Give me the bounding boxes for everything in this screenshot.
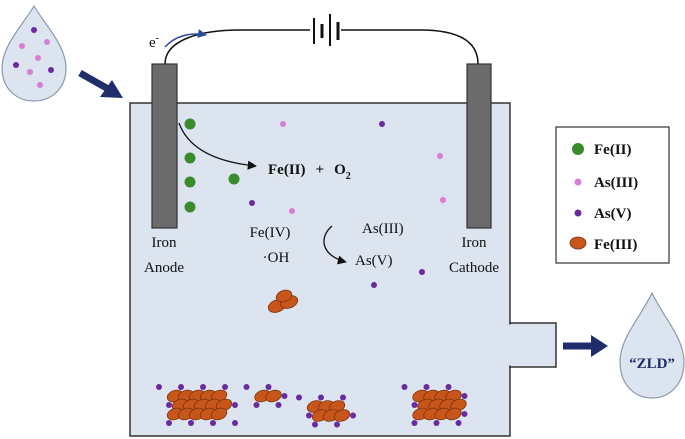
- fe2-particle: [228, 173, 240, 185]
- oxidation-arrow: [178, 122, 257, 170]
- as5-particle: [249, 200, 255, 206]
- as5-particle: [156, 384, 162, 390]
- anode-label-line1: Iron: [152, 235, 177, 251]
- as5-particle: [423, 384, 430, 390]
- as5-particle: [200, 384, 206, 390]
- circuit-wire: [164, 29, 479, 65]
- legend-as3-label: As(III): [594, 175, 638, 191]
- fe2-particles: [184, 118, 240, 213]
- as5-particle: [461, 411, 468, 417]
- sludge-layer: [156, 384, 468, 428]
- battery-icon: [313, 14, 340, 46]
- iron-anode: [151, 63, 178, 229]
- as5-particle: [419, 269, 425, 275]
- electron-flow-arrow: [164, 29, 207, 48]
- fe2-particle: [184, 118, 196, 130]
- as5-particle: [312, 421, 318, 428]
- zld-label: “ZLD”: [629, 356, 675, 372]
- as5-particle: [13, 62, 19, 68]
- as5-particle: [401, 384, 408, 390]
- as3-particle: [35, 55, 41, 61]
- as5-particle: [166, 420, 172, 426]
- arsenic-particles: [249, 121, 446, 288]
- fe4-label: Fe(IV): [250, 225, 291, 241]
- as5-particle: [350, 412, 356, 419]
- as5-particle: [340, 394, 346, 401]
- iron-cathode: [466, 63, 492, 229]
- fe2-particle: [184, 152, 196, 164]
- as5-particle: [31, 27, 37, 33]
- anode-label-line2: Anode: [144, 260, 184, 276]
- cathode-label-line1: Iron: [462, 235, 487, 251]
- outlet-pipe: [509, 322, 557, 368]
- electron-label: e-: [149, 33, 159, 51]
- inlet-water-droplet: [1, 4, 67, 102]
- as5-particle: [379, 121, 385, 127]
- as5-particle: [232, 420, 238, 426]
- as3-particle: [440, 197, 446, 203]
- as5-product-label: As(V): [355, 253, 393, 269]
- legend-fe2-icon: [572, 143, 584, 155]
- as5-particle: [433, 420, 440, 426]
- cathode-label-line2: Cathode: [449, 260, 499, 276]
- sludge-cluster-large: [156, 384, 238, 426]
- legend-fe3-icon: [569, 236, 587, 250]
- legend-as5-label: As(V): [594, 206, 632, 222]
- fe3-particle: [265, 389, 282, 403]
- as3-particle: [37, 82, 43, 88]
- legend-as5-icon: [574, 209, 582, 217]
- as5-particle: [243, 384, 250, 390]
- as5-particle: [334, 421, 340, 428]
- as5-particle: [455, 420, 462, 426]
- sludge-cluster-large: [401, 384, 468, 426]
- as5-particle: [166, 402, 172, 408]
- outlet-arrow: [563, 335, 608, 357]
- fe2-particle: [184, 201, 196, 213]
- as3-particle: [19, 43, 25, 49]
- fe3-particle: [210, 407, 228, 421]
- as5-particle: [371, 282, 377, 288]
- as5-particle: [48, 67, 54, 73]
- as5-particle: [188, 420, 194, 426]
- as5-particle: [265, 384, 272, 390]
- fe3-particle: [445, 407, 462, 421]
- as5-particle: [222, 384, 228, 390]
- hydroxyl-radical-label: ·OH: [263, 250, 290, 266]
- fe3-floc-floating: [267, 289, 299, 313]
- as5-particle: [411, 420, 418, 426]
- zld-droplet: “ZLD”: [619, 291, 685, 399]
- sludge-cluster-small: [243, 384, 288, 408]
- arsenite-oxidation-arrow: [323, 225, 347, 265]
- as3-particle: [280, 121, 286, 127]
- as5-particle: [210, 420, 216, 426]
- as3-reactant-label: As(III): [362, 221, 404, 237]
- as5-particle: [461, 393, 468, 399]
- as3-particle: [44, 39, 50, 45]
- as5-particle: [445, 384, 452, 390]
- as3-particle: [289, 208, 295, 214]
- legend: Fe(II) As(III) As(V) Fe(III): [555, 126, 670, 264]
- as5-particle: [232, 402, 238, 408]
- as3-particle: [437, 153, 443, 159]
- legend-fe2-label: Fe(II): [594, 142, 632, 158]
- as5-particle: [253, 402, 260, 408]
- fe3-particle: [333, 409, 351, 422]
- sludge-cluster-medium: [296, 394, 356, 428]
- legend-fe3-label: Fe(III): [594, 237, 637, 253]
- reaction-fe2-o2: Fe(II)+O2: [268, 162, 351, 182]
- as5-particle: [281, 393, 288, 399]
- legend-as3-icon: [574, 178, 582, 186]
- as5-particle: [318, 394, 324, 401]
- fe2-particle: [184, 176, 196, 188]
- as5-particle: [411, 402, 418, 408]
- as5-particle: [306, 412, 312, 419]
- as5-particle: [296, 394, 302, 401]
- as5-particle: [275, 402, 282, 408]
- as5-particle: [178, 384, 184, 390]
- inlet-arrow: [78, 69, 123, 98]
- as3-particle: [27, 69, 33, 75]
